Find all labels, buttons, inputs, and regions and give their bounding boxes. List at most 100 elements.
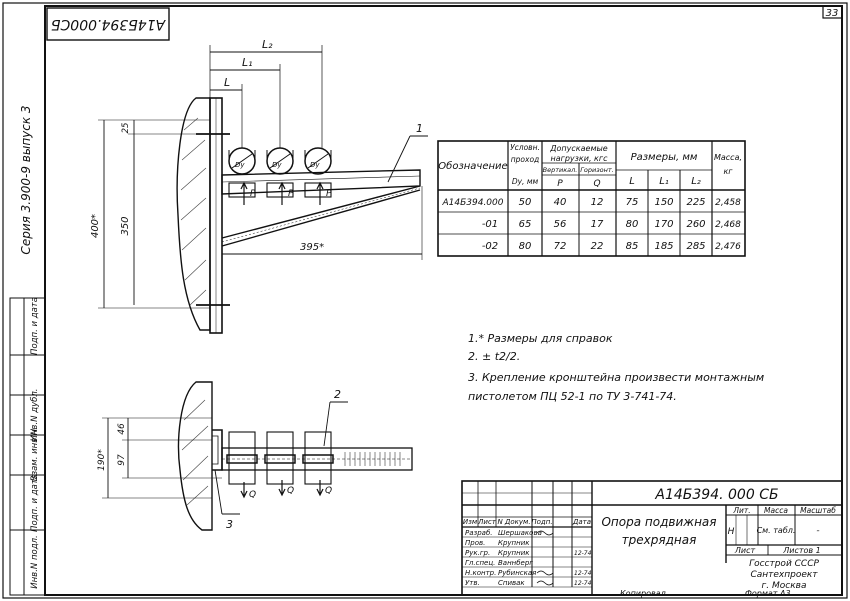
tb-role-4: Н.контр. xyxy=(465,569,496,577)
callout-3: 3 xyxy=(226,518,233,531)
th-razmery: Размеры, мм xyxy=(631,152,698,163)
th-uslov-unit: Dу, мм xyxy=(512,177,539,186)
dim-400: 400* xyxy=(90,214,101,238)
tb-lit-label: Лит. xyxy=(732,506,750,515)
row1-dy: 65 xyxy=(519,219,532,230)
title-block: Изм Лист N Докум. Подп. Дата Разраб. Про… xyxy=(461,480,843,596)
stamp-code-rotated: А14Б394.000СБ xyxy=(51,16,166,32)
dim-46: 46 xyxy=(117,423,127,435)
tb-role-2: Рук.гр. xyxy=(465,549,490,557)
th-uslov-2: проход xyxy=(511,155,539,164)
p-label-2: P xyxy=(288,189,294,199)
row0-dy: 50 xyxy=(519,197,532,208)
table-row: -01 65 56 17 80 170 260 2,468 xyxy=(482,219,741,230)
tb-role-3: Гл.спец. xyxy=(465,559,495,567)
callout-2: 2 xyxy=(334,388,341,401)
tb-org-1: Госстрой СССР xyxy=(749,559,819,569)
stamp-code-box xyxy=(46,7,170,41)
kopiroval: Копировал xyxy=(620,589,666,598)
dim-395: 395* xyxy=(300,242,324,253)
th-nagr-2: нагрузки, кгс xyxy=(551,154,609,163)
strip-label-inv-podl: Инв.N подл. xyxy=(30,535,40,588)
series-text: Серия 3.900-9 выпуск 3 xyxy=(19,105,33,254)
tb-date-2: 12-74 xyxy=(574,550,592,557)
tb-h-izm: Изм xyxy=(463,518,478,526)
row1-p: 56 xyxy=(554,219,567,230)
tb-name-5: Спивак xyxy=(498,579,525,587)
signature-4 xyxy=(536,570,554,576)
signature-5 xyxy=(536,580,554,586)
th-q: Q xyxy=(593,179,600,189)
row2-p: 72 xyxy=(554,241,567,252)
notes: 1.* Размеры для справок 2. ± t2/2. 3. Кр… xyxy=(468,332,764,403)
tb-name-2-text: трехрядная xyxy=(622,533,697,547)
table-row: -02 80 72 22 85 185 285 2,476 xyxy=(482,241,741,252)
dim-350: 350 xyxy=(120,216,131,235)
th-nagr-1: Допускаемые xyxy=(549,144,608,153)
format: Формат А3 xyxy=(745,589,791,598)
th-vert: Вертикал. xyxy=(543,166,578,174)
tb-role-5: Утв. xyxy=(465,579,480,587)
row2-m: 2,476 xyxy=(715,242,741,252)
tb-h-podp: Подп. xyxy=(531,518,552,526)
tb-date-4: 12-74 xyxy=(574,570,592,577)
tb-lit-value: Н xyxy=(728,527,735,537)
plan-view: Q Q Q 46 97 190* 2 3 xyxy=(97,381,413,531)
dim-190: 190* xyxy=(97,449,107,471)
th-uslov-1: Условн. xyxy=(510,143,540,152)
row2-l: 85 xyxy=(626,241,639,252)
row2-oboz: -02 xyxy=(482,241,498,252)
q-label-1: Q xyxy=(249,490,256,500)
tb-massa-value: См. табл. xyxy=(757,526,796,535)
th-massa-2: кг xyxy=(723,167,733,176)
row2-q: 22 xyxy=(591,241,604,252)
th-massa-1: Масса, xyxy=(714,153,742,162)
dy-label-1: Dу xyxy=(235,161,245,169)
tb-role-0: Разраб. xyxy=(465,529,493,537)
row0-m: 2,458 xyxy=(715,198,741,208)
note-1: 1.* Размеры для справок xyxy=(468,332,613,345)
tb-list-label: Лист xyxy=(734,546,756,555)
dim-L: L xyxy=(224,76,230,89)
th-horiz: Горизонт. xyxy=(580,166,613,174)
tb-name-4: Рубинская xyxy=(498,569,536,577)
q-label-3: Q xyxy=(325,486,332,496)
tb-date-5: 12-74 xyxy=(574,580,592,587)
th-p: P xyxy=(557,179,563,189)
q-label-2: Q xyxy=(287,486,294,496)
dim-L1: L₁ xyxy=(242,56,253,69)
tb-masshtab-label: Масштаб xyxy=(800,506,836,515)
tb-masshtab-value: - xyxy=(816,526,819,536)
row0-p: 40 xyxy=(554,197,567,208)
left-strip: Инв.N подл. Подп. и дата Взам. инв.N Инв… xyxy=(9,297,46,596)
sheet-number-box xyxy=(822,5,843,19)
tb-h-dokum: N Докум. xyxy=(497,518,530,526)
tb-role-1: Пров. xyxy=(465,539,485,547)
note-3-cont: пистолетом ПЦ 52-1 по ТУ 3-741-74. xyxy=(468,390,677,403)
note-3: 3. Крепление кронштейна произвести монта… xyxy=(468,371,764,384)
tb-h-data: Дата xyxy=(572,518,591,526)
signature-0 xyxy=(536,530,554,536)
row2-l1: 185 xyxy=(654,241,673,252)
tb-org-2: Сантехпроект xyxy=(750,570,818,580)
row2-l2: 285 xyxy=(686,241,705,252)
inner-frame xyxy=(44,5,843,596)
tb-name-3: Ваннберг xyxy=(498,559,533,567)
row0-l1: 150 xyxy=(654,197,673,208)
row1-l2: 260 xyxy=(686,219,705,230)
tb-name-1-text: Опора подвижная xyxy=(601,515,716,529)
th-oboz: Обозначение xyxy=(438,160,507,172)
callout-1: 1 xyxy=(416,122,423,135)
tb-name-2: Крупник xyxy=(498,549,530,557)
p-label-1: P xyxy=(250,189,256,199)
strip-label-podp-data-1: Подп. и дата xyxy=(30,474,40,532)
spec-table: Обозначение Условн. проход Dу, мм Допуск… xyxy=(437,140,746,257)
p-label-3: P xyxy=(326,189,332,199)
tb-massa-label: Масса xyxy=(764,506,788,515)
row2-dy: 80 xyxy=(519,241,532,252)
tb-name-1: Крупник xyxy=(498,539,530,547)
table-row: А14Б394.000 50 40 12 75 150 225 2,458 xyxy=(441,197,741,208)
strip-label-podp-data-2: Подп. и дата xyxy=(30,297,40,355)
tb-h-list: Лист xyxy=(477,518,497,526)
